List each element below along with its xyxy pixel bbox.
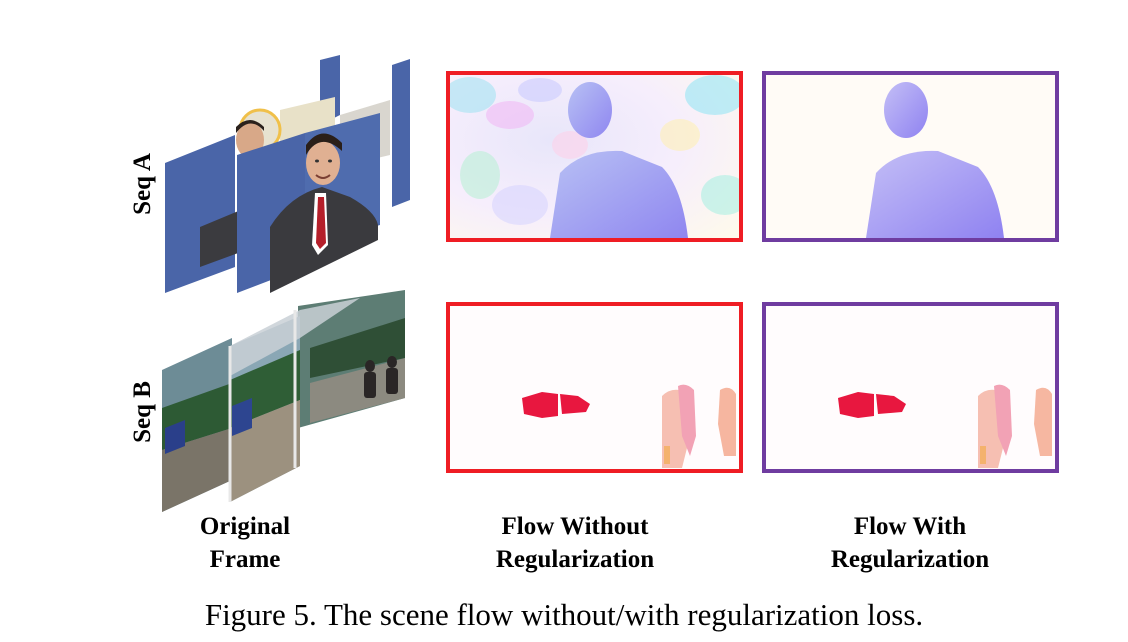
seq-a-flow-person-regularized bbox=[866, 82, 1004, 238]
seq-b-pedestrians bbox=[364, 356, 398, 398]
seq-b-pedestrian-flow bbox=[662, 384, 736, 468]
column-label-original-line1: Original bbox=[199, 513, 291, 540]
row-label-seq-a: Seq A bbox=[129, 153, 156, 215]
seq-a-flow-with-panel bbox=[762, 71, 1059, 242]
column-label-with-line1: Flow With bbox=[853, 513, 967, 540]
seq-b-car-flow-regularized bbox=[838, 392, 906, 418]
seq-b-car-flow bbox=[522, 392, 590, 418]
seq-a-flow-without-panel bbox=[446, 71, 743, 242]
column-label-with-line2: Regularization bbox=[830, 546, 990, 573]
seq-a-frame-strip-right bbox=[392, 59, 410, 207]
row-label-seq-b: Seq B bbox=[129, 381, 156, 443]
seq-b-flow-without-panel bbox=[446, 302, 743, 473]
column-label-original-frame: Original Frame bbox=[160, 510, 330, 576]
column-label-without-line1: Flow Without bbox=[501, 513, 649, 540]
figure-caption: Figure 5. The scene flow without/with re… bbox=[204, 597, 924, 632]
column-label-without-line2: Regularization bbox=[495, 546, 655, 573]
column-label-flow-without: Flow Without Regularization bbox=[460, 510, 690, 576]
seq-a-frame-2-person bbox=[270, 133, 378, 293]
seq-b-flow-with-panel bbox=[762, 302, 1059, 473]
seq-a-original-frames bbox=[165, 55, 410, 293]
seq-b-pedestrian-flow-regularized bbox=[978, 384, 1052, 468]
seq-a-frame-1 bbox=[165, 135, 235, 293]
seq-a-flow-person bbox=[550, 82, 688, 238]
column-label-original-line2: Frame bbox=[209, 546, 281, 573]
column-label-flow-with: Flow With Regularization bbox=[795, 510, 1025, 576]
seq-b-original-frames bbox=[162, 290, 405, 512]
seq-a-noise-blobs bbox=[450, 75, 739, 225]
